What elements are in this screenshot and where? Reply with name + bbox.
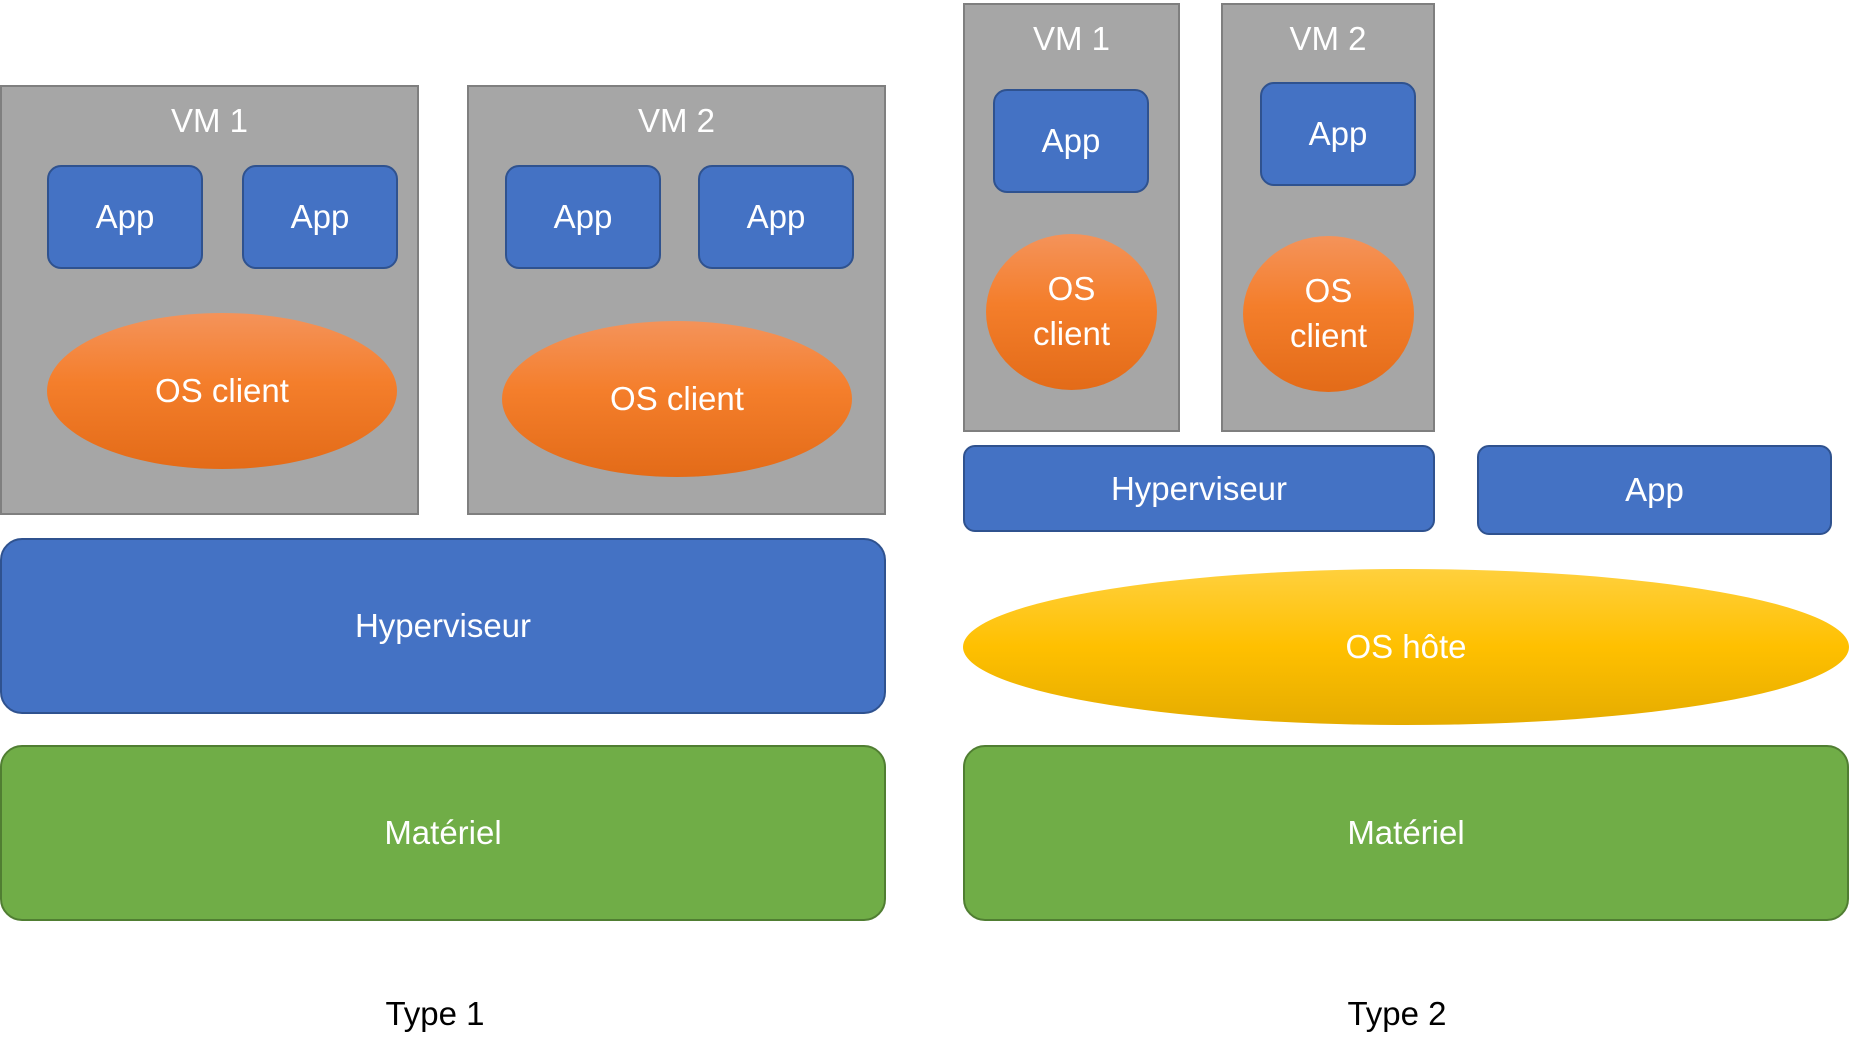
type2-vm1-label: VM 1 — [1032, 20, 1111, 57]
type2-vm1-app: App — [993, 89, 1149, 193]
type1-hardware: Matériel — [0, 745, 886, 921]
type2-host-os: OS hôte — [963, 569, 1849, 725]
type1-caption: Type 1 — [385, 995, 485, 1032]
type1-vm1-label: VM 1 — [170, 102, 249, 139]
type2-vm2-label: VM 2 — [1289, 20, 1367, 57]
type2-vm2-os-client: OS client — [1243, 236, 1414, 392]
type1-vm2-app1: App — [505, 165, 661, 269]
type2-hardware: Matériel — [963, 745, 1849, 921]
type1-vm2-app2: App — [698, 165, 854, 269]
type1-hypervisor: Hyperviseur — [0, 538, 886, 714]
type1-vm1-os-client: OS client — [47, 313, 397, 469]
type2-caption: Type 2 — [1347, 995, 1447, 1032]
type2-hypervisor: Hyperviseur — [963, 445, 1435, 532]
type1-vm2-label: VM 2 — [637, 102, 716, 139]
type2-host-app: App — [1477, 445, 1832, 535]
type1-vm1-app1: App — [47, 165, 203, 269]
type1-vm1-app2: App — [242, 165, 398, 269]
type2-vm1-os-label: OS client — [1032, 270, 1111, 352]
type2-vm2-app: App — [1260, 82, 1416, 186]
type2-vm2-os-label: OS client — [1289, 272, 1368, 354]
type2-vm1-os-client: OS client — [986, 234, 1157, 390]
type1-vm2-os-client: OS client — [502, 321, 852, 477]
